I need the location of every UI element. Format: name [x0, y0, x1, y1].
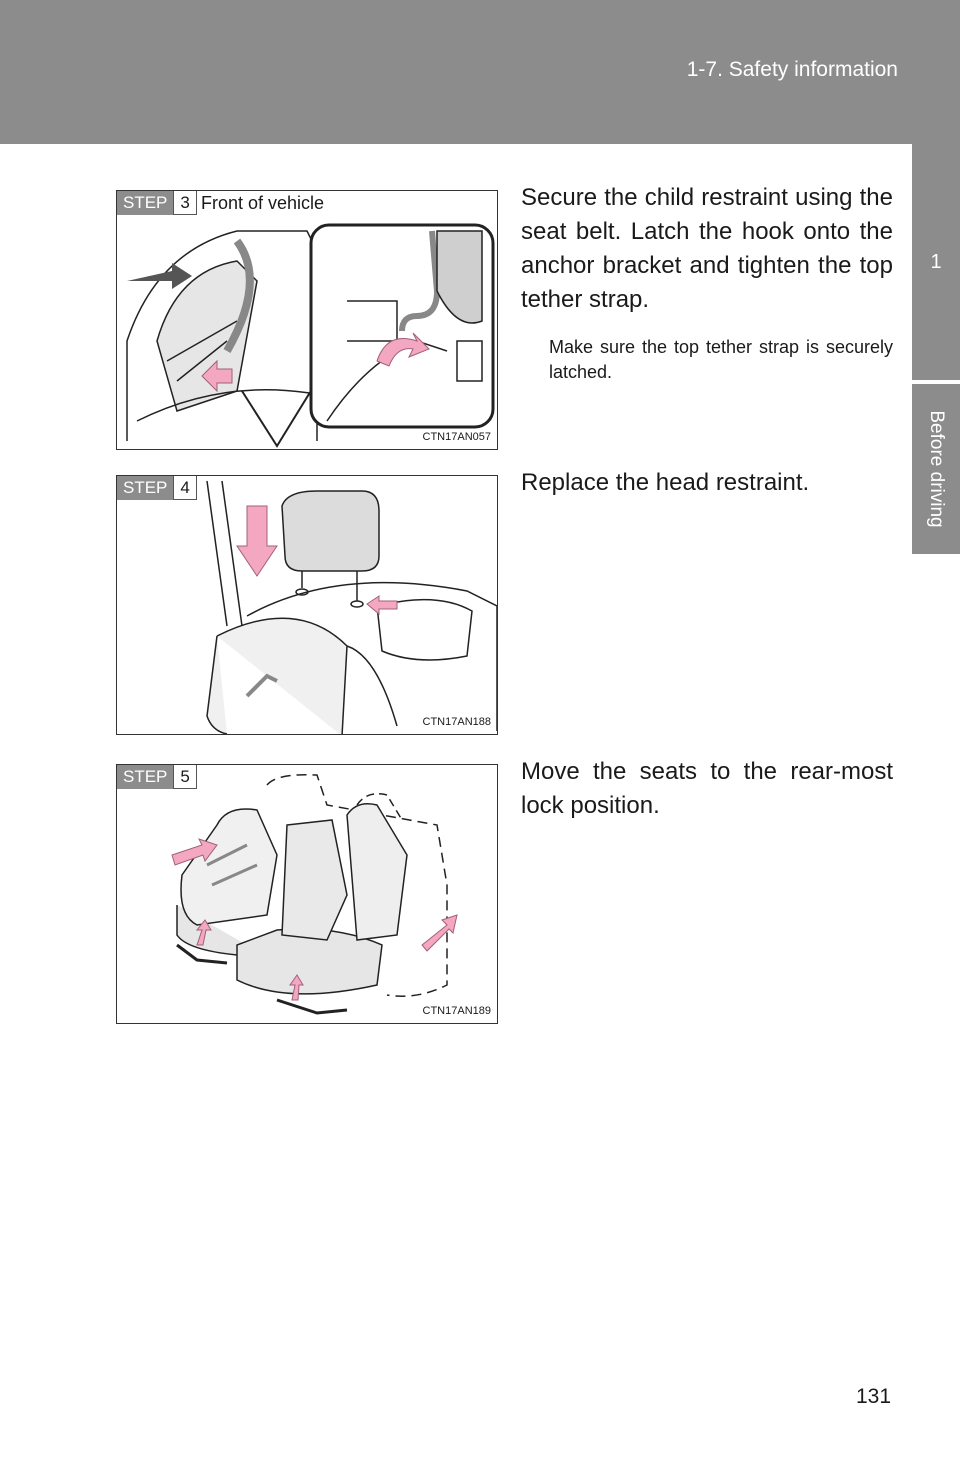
page-number: 131: [856, 1385, 892, 1408]
seat-slide-illustration: [171, 773, 458, 1015]
step-4-badge: STEP 4: [117, 476, 197, 500]
head-restraint-illustration: [206, 480, 497, 734]
step-label: STEP: [117, 191, 174, 215]
step-3-text: Secure the child restraint using the sea…: [521, 184, 893, 313]
step-label: STEP: [117, 765, 174, 789]
step-3-figure: STEP 3 Front of vehicle CTN17AN057: [116, 190, 498, 450]
figure-code: CTN17AN188: [422, 716, 491, 728]
step-label: STEP: [117, 476, 174, 500]
step-3-note: Make sure the top tether strap is secure…: [549, 337, 893, 382]
step-number: 5: [173, 765, 197, 789]
step-5-figure: STEP 5 CTN17AN189: [116, 764, 498, 1024]
page-header: 1-7. Safety information: [0, 0, 960, 144]
step-number: 4: [173, 476, 197, 500]
front-of-vehicle-caption: Front of vehicle: [201, 193, 325, 213]
step-3-badge: STEP 3: [117, 191, 197, 215]
step-5-text: Move the seats to the rear-most lock pos…: [521, 758, 893, 819]
step-4-figure: STEP 4 CTN17AN188: [116, 475, 498, 735]
chapter-label-text: Before driving: [926, 410, 947, 528]
section-title: 1-7. Safety information: [686, 58, 898, 81]
step-5-badge: STEP 5: [117, 765, 197, 789]
tether-hook-illustration: [126, 223, 495, 448]
chapter-tab-label: Before driving: [912, 384, 960, 554]
figure-code: CTN17AN189: [422, 1005, 491, 1017]
step-number: 3: [173, 191, 197, 215]
figure-code: CTN17AN057: [422, 431, 491, 443]
step-4-text: Replace the head restraint.: [521, 469, 810, 496]
chapter-tab-number: 1: [912, 144, 960, 380]
